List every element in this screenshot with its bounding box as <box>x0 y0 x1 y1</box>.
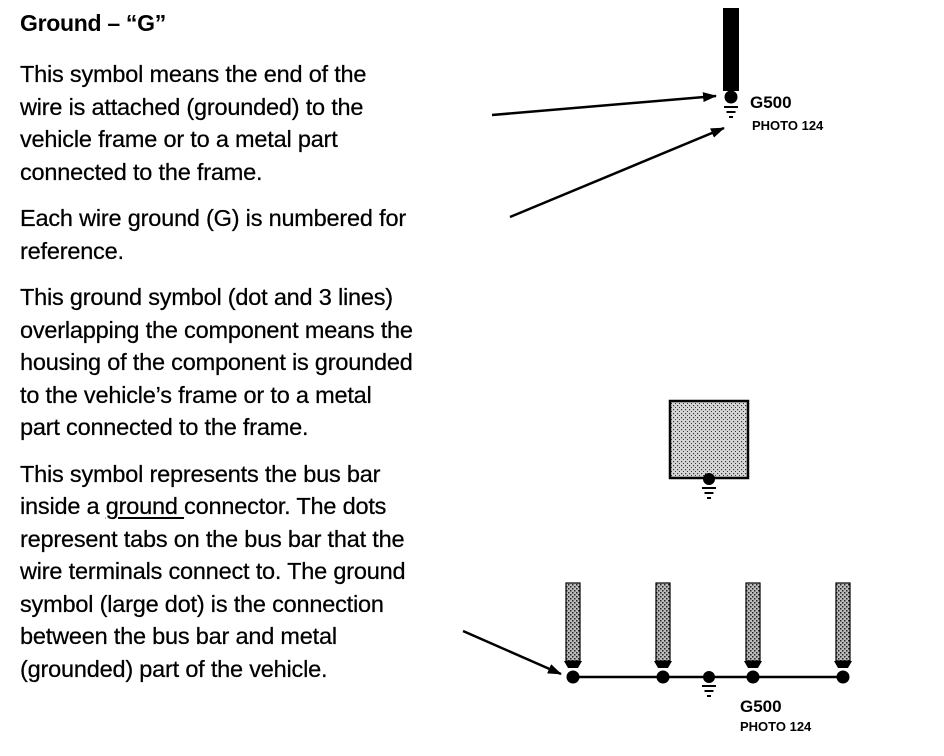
ground-dot <box>703 671 715 683</box>
ground-label: G500 <box>740 697 782 716</box>
text-line: connected to the frame. <box>20 158 263 185</box>
pointer-arrow <box>462 629 562 676</box>
bus-bar-ground-symbol: G500 PHOTO 124 <box>564 582 852 734</box>
text-line: part connected to the frame. <box>20 414 309 440</box>
text-line: between the bus bar and metal <box>20 623 337 649</box>
ground-dot <box>703 473 715 485</box>
text-line: (grounded) part of the vehicle. <box>20 655 328 682</box>
bus-bar-tab <box>836 670 850 684</box>
ground-dot <box>724 90 738 104</box>
text-line: vehicle frame or to a metal part <box>20 126 338 152</box>
text-line: symbol (large dot) is the connection <box>20 590 384 617</box>
pointer-arrow <box>491 92 717 117</box>
text-line: reference. <box>20 237 124 264</box>
text-column: Ground – “G” This symbol means the end o… <box>20 8 500 699</box>
wire-ground-symbol: G500 PHOTO 124 <box>723 8 824 133</box>
component-housing <box>668 399 750 480</box>
bus-wire <box>835 582 851 662</box>
text-line: represent tabs on the bus bar that the <box>20 525 405 552</box>
wire-terminal <box>744 661 762 668</box>
bus-bar-tab <box>566 670 580 684</box>
text-line: This symbol means the end of the <box>20 61 367 87</box>
bus-wire <box>745 582 761 662</box>
text-line: inside a ground connector. The dots <box>20 490 500 523</box>
wire-terminal <box>564 661 582 668</box>
text-line: wire terminals connect to. The ground <box>20 558 406 584</box>
text-line: Each wire ground (G) is numbered for <box>20 205 406 231</box>
photo-reference: PHOTO 124 <box>740 719 812 734</box>
text-line: This symbol represents the bus bar <box>20 460 381 487</box>
bus-bar-tabs <box>566 670 850 684</box>
paragraph-wire-ground: This symbol means the end of the wire is… <box>20 58 500 188</box>
bus-wire <box>565 582 581 662</box>
paragraph-bus-bar: This symbol represents the bus bar insid… <box>20 458 500 686</box>
component-ground-symbol <box>668 399 750 499</box>
wire <box>723 8 739 91</box>
text-segment: inside a <box>20 493 106 519</box>
text-segment: connector. The dots <box>184 493 387 519</box>
text-line: This ground symbol (dot and 3 lines) <box>20 284 393 310</box>
ground-label: G500 <box>750 93 792 112</box>
wire-terminal <box>654 661 672 668</box>
text-line: wire is attached (grounded) to the <box>20 93 364 120</box>
pointer-arrow <box>509 126 725 219</box>
page-heading: Ground – “G” <box>20 10 166 36</box>
bus-wire <box>655 582 671 662</box>
paragraph-component-ground: This ground symbol (dot and 3 lines) ove… <box>20 281 500 444</box>
bus-bar-tab <box>656 670 670 684</box>
wire-terminal <box>834 661 852 668</box>
text-line: housing of the component is grounded <box>20 349 413 375</box>
bus-bar-wires <box>564 582 852 668</box>
text-line: to the vehicle’s frame or to a metal <box>20 381 372 408</box>
underlined-word-ground: ground <box>105 493 185 519</box>
text-line: overlapping the component means the <box>20 316 413 343</box>
paragraph-ground-numbering: Each wire ground (G) is numbered for ref… <box>20 202 500 267</box>
photo-reference: PHOTO 124 <box>752 118 824 133</box>
bus-bar-tab <box>746 670 760 684</box>
